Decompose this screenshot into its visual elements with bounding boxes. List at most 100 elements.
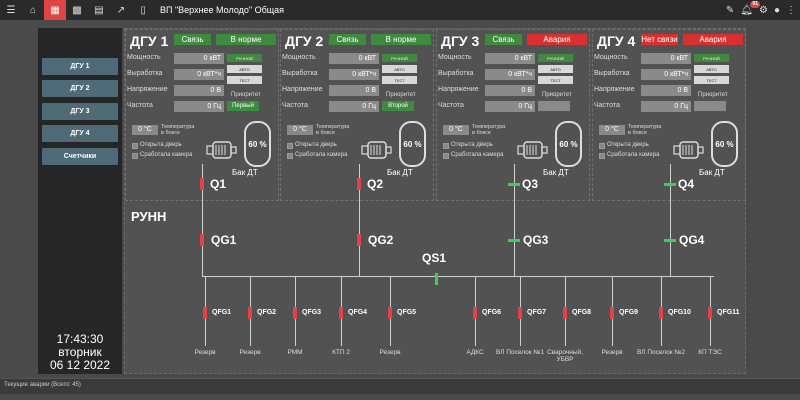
breaker-q-open[interactable]: [200, 178, 204, 190]
menu-icon[interactable]: ☰: [6, 4, 16, 16]
power-value: 0 кВТ: [174, 53, 224, 64]
pencil-icon[interactable]: ✎: [725, 4, 735, 16]
mode-manual-button[interactable]: РУЧНОЙ: [382, 54, 417, 62]
document-icon[interactable]: ▯: [140, 4, 146, 16]
breaker-qfg[interactable]: [563, 307, 567, 319]
feeder-name: Резерв: [379, 349, 401, 356]
breaker-qfg[interactable]: [610, 307, 614, 319]
state-status: В норме: [371, 34, 431, 45]
runn-title: РУНН: [131, 209, 167, 224]
breaker-q-open[interactable]: [357, 178, 361, 190]
bell-icon[interactable]: 🔔︎91: [740, 0, 760, 16]
sidebar-item-dgu4[interactable]: ДГУ 4: [42, 125, 118, 142]
priority-label: Приоритет: [231, 92, 261, 98]
feeder-name: Резерв: [194, 349, 216, 356]
feeder-name: АДКС: [466, 349, 484, 356]
mode-manual-button[interactable]: РУЧНОЙ: [694, 54, 729, 62]
page-title: ВП "Верхнее Молодо" Общая: [160, 5, 285, 15]
voltage-value: 0 В: [174, 85, 224, 96]
home-icon[interactable]: ⌂: [29, 4, 37, 16]
camera-checkbox: [132, 153, 138, 159]
mode-manual-button[interactable]: РУЧНОЙ: [227, 54, 262, 62]
camera-label: Сработала камера: [295, 152, 348, 158]
output-label: Выработка: [282, 70, 318, 77]
link-status: Связь: [329, 34, 366, 45]
feeder-name: КП ТЭС: [698, 349, 722, 356]
feeder-name: КТП 2: [332, 349, 350, 356]
user-icon[interactable]: ●: [773, 4, 780, 16]
chart-icon[interactable]: ↗: [116, 4, 126, 16]
mode-auto-button[interactable]: АВТО: [382, 65, 417, 73]
breaker-qfg[interactable]: [659, 307, 663, 319]
gear-icon[interactable]: ⚙: [758, 4, 768, 16]
breaker-qfg[interactable]: [518, 307, 522, 319]
breaker-qs1[interactable]: [435, 273, 438, 285]
mode-auto-button[interactable]: АВТО: [694, 65, 729, 73]
state-status: Авария: [527, 34, 587, 45]
mode-auto-button[interactable]: АВТО: [227, 65, 262, 73]
breaker-qfg-label: QFG8: [572, 309, 592, 316]
mode-auto-button[interactable]: АВТО: [538, 65, 573, 73]
mode-test-button[interactable]: ТЕСТ: [382, 76, 417, 84]
output-value: 0 кВТ*ч: [641, 69, 691, 80]
breaker-qfg-label: QFG9: [619, 309, 639, 316]
freq-value: 0 Гц: [485, 101, 535, 112]
breaker-qfg[interactable]: [293, 307, 297, 319]
generator-icon: [206, 141, 237, 159]
power-label: Мощность: [594, 54, 628, 61]
door-label: Открыта дверь: [295, 142, 337, 148]
temp-label: Температура в боксе: [161, 124, 195, 136]
door-checkbox: [132, 143, 138, 149]
breaker-qfg[interactable]: [339, 307, 343, 319]
mode-manual-button[interactable]: РУЧНОЙ: [538, 54, 573, 62]
breaker-qg-closed[interactable]: [664, 239, 676, 242]
clock-date: 06 12 2022: [49, 358, 111, 372]
breaker-qfg[interactable]: [203, 307, 207, 319]
mode-test-button[interactable]: ТЕСТ: [227, 76, 262, 84]
sidebar-item-dgu2[interactable]: ДГУ 2: [42, 80, 118, 97]
sidebar-item-dgu3[interactable]: ДГУ 3: [42, 103, 118, 120]
feeder-line: [670, 164, 671, 276]
more-icon[interactable]: ⋮: [786, 4, 796, 16]
temp-value: 0 °C: [443, 125, 469, 135]
output-value: 0 кВТ*ч: [174, 69, 224, 80]
power-label: Мощность: [127, 54, 161, 61]
breaker-qfg-label: QFG5: [397, 309, 417, 316]
breaker-qfg-label: QFG10: [668, 309, 691, 316]
busbar-left: [202, 276, 435, 277]
breaker-qfg[interactable]: [708, 307, 712, 319]
feeder-name: Сварочный, УБВР: [547, 349, 583, 363]
sidebar-item-dgu1[interactable]: ДГУ 1: [42, 58, 118, 75]
voltage-value: 0 В: [641, 85, 691, 96]
sidebar-item-meters[interactable]: Счетчики: [42, 148, 118, 165]
breaker-qg-open[interactable]: [357, 234, 361, 246]
breaker-qg-open[interactable]: [200, 234, 204, 246]
fuel-tank-icon: 60 %: [399, 121, 426, 167]
notification-badge: 91: [750, 0, 760, 8]
breaker-qg-closed[interactable]: [508, 239, 520, 242]
mode-test-button[interactable]: ТЕСТ: [538, 76, 573, 84]
feeder-name: РММ: [287, 349, 303, 356]
breaker-q-closed[interactable]: [508, 183, 520, 186]
breaker-qfg[interactable]: [388, 307, 392, 319]
camera-label: Сработала камера: [140, 152, 193, 158]
breaker-q-label: Q3: [522, 177, 539, 191]
output-label: Выработка: [594, 70, 630, 77]
breaker-q-closed[interactable]: [664, 183, 676, 186]
breaker-qfg[interactable]: [248, 307, 252, 319]
breaker-qfg[interactable]: [473, 307, 477, 319]
camera-label: Сработала камера: [607, 152, 660, 158]
grid-icon[interactable]: ▩: [72, 4, 82, 16]
calendar-icon[interactable]: ▤: [94, 4, 104, 16]
feeder-line: [359, 164, 360, 276]
mode-test-button[interactable]: ТЕСТ: [694, 76, 729, 84]
temp-label: Температура в боксе: [472, 124, 506, 136]
breaker-qfg-label: QFG3: [302, 309, 322, 316]
tank-label: Бак ДТ: [699, 168, 725, 177]
priority-label: Приоритет: [386, 92, 416, 98]
alarms-bar[interactable]: Текущие аварии (Всего: 45): [0, 378, 800, 394]
priority-label: Приоритет: [698, 92, 728, 98]
dashboard-icon[interactable]: ▦: [44, 0, 66, 20]
voltage-label: Напряжение: [282, 86, 323, 93]
camera-label: Сработала камера: [451, 152, 504, 158]
